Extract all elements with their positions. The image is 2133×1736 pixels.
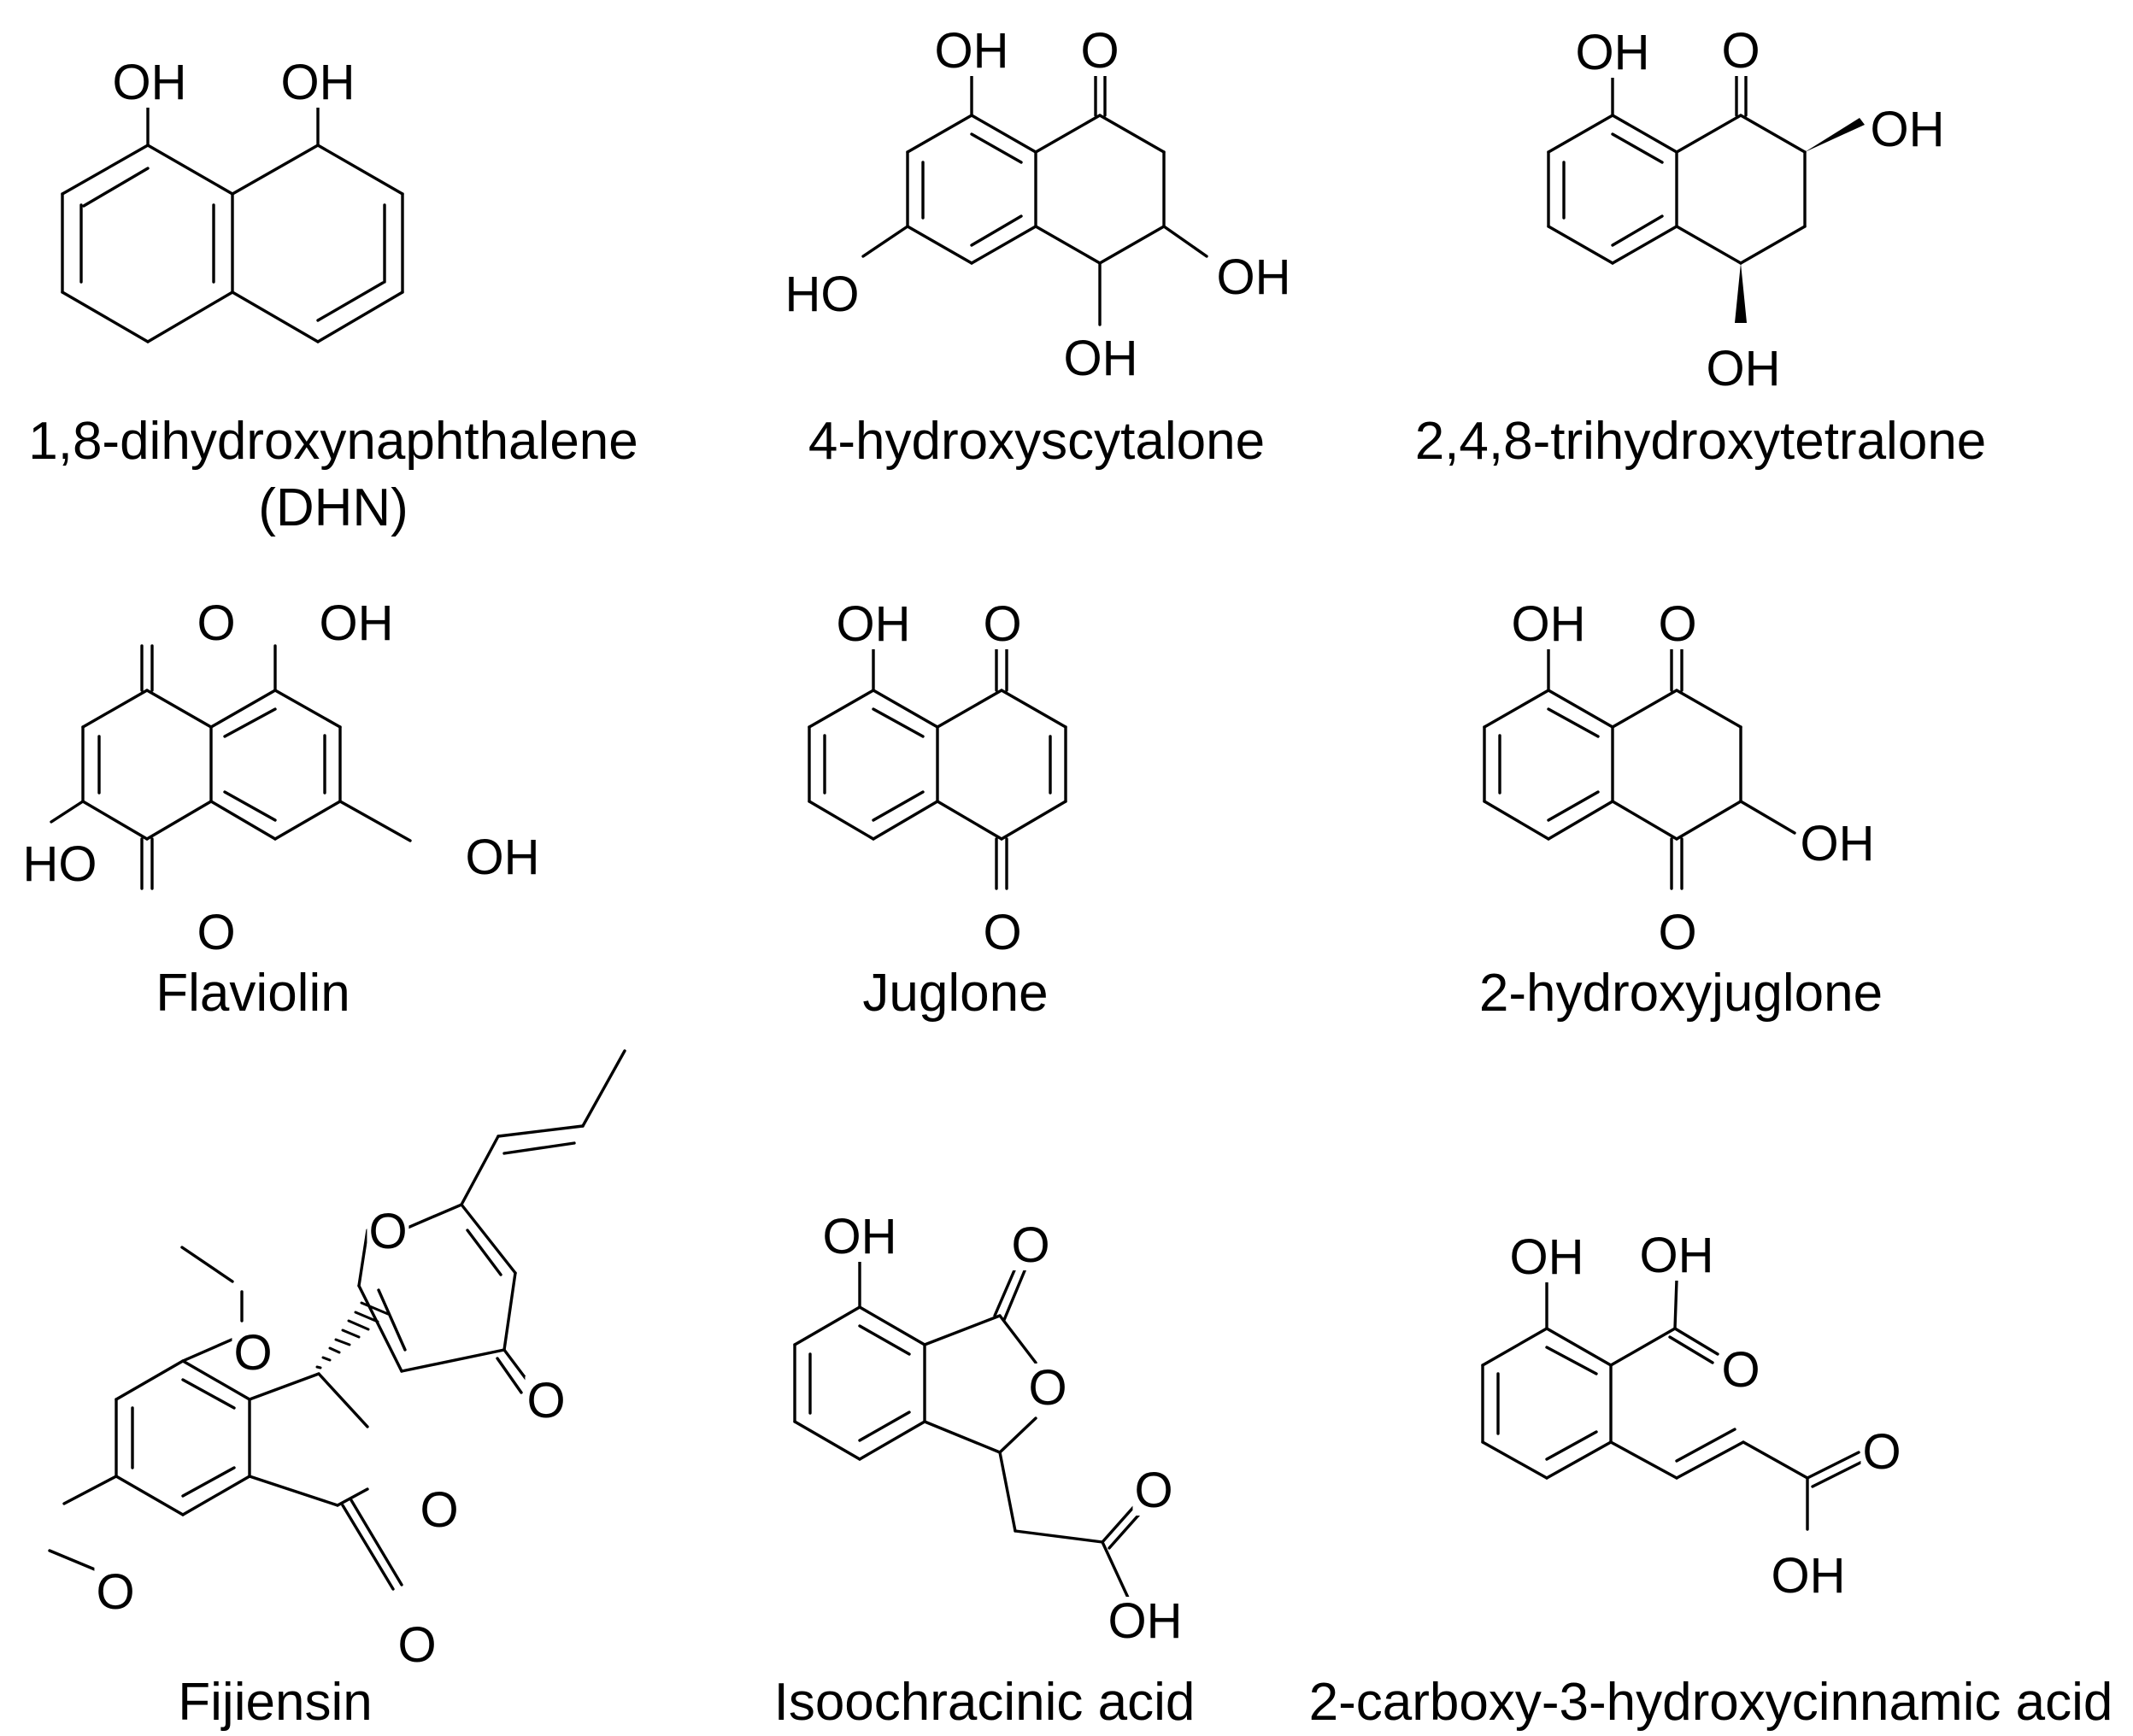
- compound-subname: (DHN): [258, 478, 408, 537]
- atom-label-o: O: [367, 1204, 409, 1259]
- atom-label-ho: HO: [783, 267, 861, 322]
- atom-label-o: O: [396, 1617, 438, 1673]
- atom-label-o: O: [232, 1325, 274, 1381]
- atom-label-o: O: [1719, 23, 1762, 79]
- compound-name: Fijiensin: [178, 1673, 373, 1732]
- atom-label-oh: OH: [1868, 102, 1947, 157]
- compound-name: 1,8-dihydroxynaphthalene: [28, 412, 638, 471]
- compound-name: 2-hydroxyjuglone: [1478, 964, 1883, 1023]
- atom-label-o: O: [94, 1564, 137, 1620]
- atom-label-o: O: [525, 1373, 567, 1428]
- atom-label-oh: OH: [1704, 341, 1783, 396]
- atom-label-o: O: [1860, 1424, 1903, 1480]
- compound-name: Juglone: [862, 964, 1049, 1023]
- atom-label-o: O: [1078, 23, 1121, 79]
- atom-label-oh: OH: [463, 830, 542, 885]
- atom-label-oh: OH: [1509, 596, 1588, 652]
- compound-name: 2-carboxy-3-hydroxycinnamic acid: [1308, 1673, 2113, 1732]
- atom-label-o: O: [1656, 905, 1699, 960]
- atom-label-oh: OH: [279, 55, 357, 110]
- atom-label-oh: OH: [820, 1209, 899, 1264]
- atom-label-oh: OH: [1214, 249, 1293, 305]
- atom-label-oh: OH: [1798, 816, 1877, 871]
- atom-label-oh: OH: [834, 596, 913, 652]
- atom-label-oh: OH: [932, 23, 1011, 79]
- atom-label-o: O: [195, 595, 238, 651]
- atom-label-oh: OH: [1573, 25, 1652, 80]
- atom-label-oh: OH: [317, 595, 396, 651]
- atom-label-o: O: [418, 1482, 461, 1538]
- atom-label-o: O: [1009, 1217, 1052, 1273]
- compound-name: Isoochracinic acid: [773, 1673, 1196, 1732]
- atom-label-ho: HO: [21, 836, 99, 892]
- compound-name: 2,4,8-trihydroxytetralone: [1414, 412, 1987, 471]
- atom-label-oh: OH: [1637, 1228, 1716, 1283]
- atom-label-oh: OH: [1106, 1593, 1184, 1649]
- atom-label-oh: OH: [1507, 1229, 1586, 1285]
- atom-label-o: O: [1132, 1463, 1175, 1518]
- atom-label-oh: OH: [110, 55, 189, 110]
- compound-name: 4-hydroxyscytalone: [808, 412, 1266, 471]
- atom-label-o: O: [195, 905, 238, 960]
- atom-label-o: O: [1719, 1342, 1762, 1398]
- atom-label-oh: OH: [1769, 1548, 1848, 1604]
- atom-label-oh: OH: [1061, 331, 1140, 386]
- atom-label-o: O: [1026, 1360, 1069, 1416]
- atom-label-o: O: [1656, 596, 1699, 652]
- atom-label-o: O: [981, 596, 1024, 652]
- atom-label-o: O: [981, 905, 1024, 960]
- compound-name: Flaviolin: [156, 964, 350, 1023]
